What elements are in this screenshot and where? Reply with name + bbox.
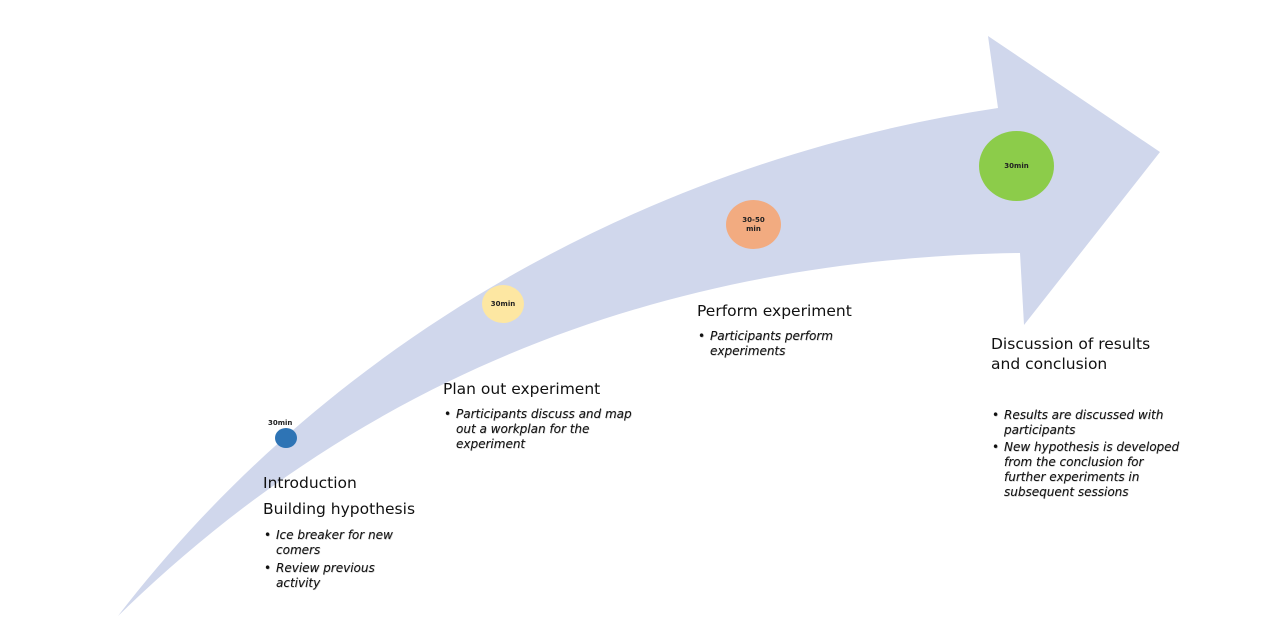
stage1-duration-label: 30min xyxy=(268,419,293,427)
stage2-bullet-list: Participants discuss and map out a workp… xyxy=(444,407,644,452)
stage3-title-line: Perform experiment xyxy=(697,302,852,320)
stage1-title-line: Building hypothesis xyxy=(263,500,416,518)
stage4-duration-label: 30min xyxy=(1004,161,1029,170)
stage2-duration-marker: 30min xyxy=(482,285,524,323)
stage2-title: Plan out experiment xyxy=(443,379,600,399)
stage1-bullet: Ice breaker for new comers xyxy=(264,528,414,558)
stage2-duration-label: 30min xyxy=(490,299,516,308)
stage2-bullet: Participants discuss and map out a workp… xyxy=(444,407,644,452)
stage1-bullet-list: Ice breaker for new comers Review previo… xyxy=(264,528,414,591)
stage1-title: Introduction Building hypothesis xyxy=(263,473,415,519)
stage3-duration-marker: 30-50 min xyxy=(726,200,781,249)
stage4-bullet: Results are discussed with participants xyxy=(992,408,1182,438)
stage1-duration-marker xyxy=(275,428,297,448)
stage3-bullet: Participants perform experiments xyxy=(698,329,863,359)
stage4-duration-marker: 30min xyxy=(979,131,1054,201)
curved-arrow-shape xyxy=(118,36,1160,616)
stage3-duration-label: min xyxy=(746,224,761,233)
stage3-duration-label: 30-50 xyxy=(742,216,765,225)
stage4-title-line: Discussion of results xyxy=(991,335,1151,353)
stage4-title: Discussion of results and conclusion xyxy=(991,334,1150,374)
stage4-bullet-list: Results are discussed with participants … xyxy=(992,408,1182,500)
stage4-title-line: and conclusion xyxy=(991,355,1108,373)
stage1-title-line: Introduction xyxy=(263,474,357,492)
stage2-title-line: Plan out experiment xyxy=(443,380,601,398)
stage4-bullet: New hypothesis is developed from the con… xyxy=(992,440,1182,500)
stage3-bullet-list: Participants perform experiments xyxy=(698,329,863,359)
stage1-bullet: Review previous activity xyxy=(264,561,414,591)
stage3-title: Perform experiment xyxy=(697,301,852,321)
